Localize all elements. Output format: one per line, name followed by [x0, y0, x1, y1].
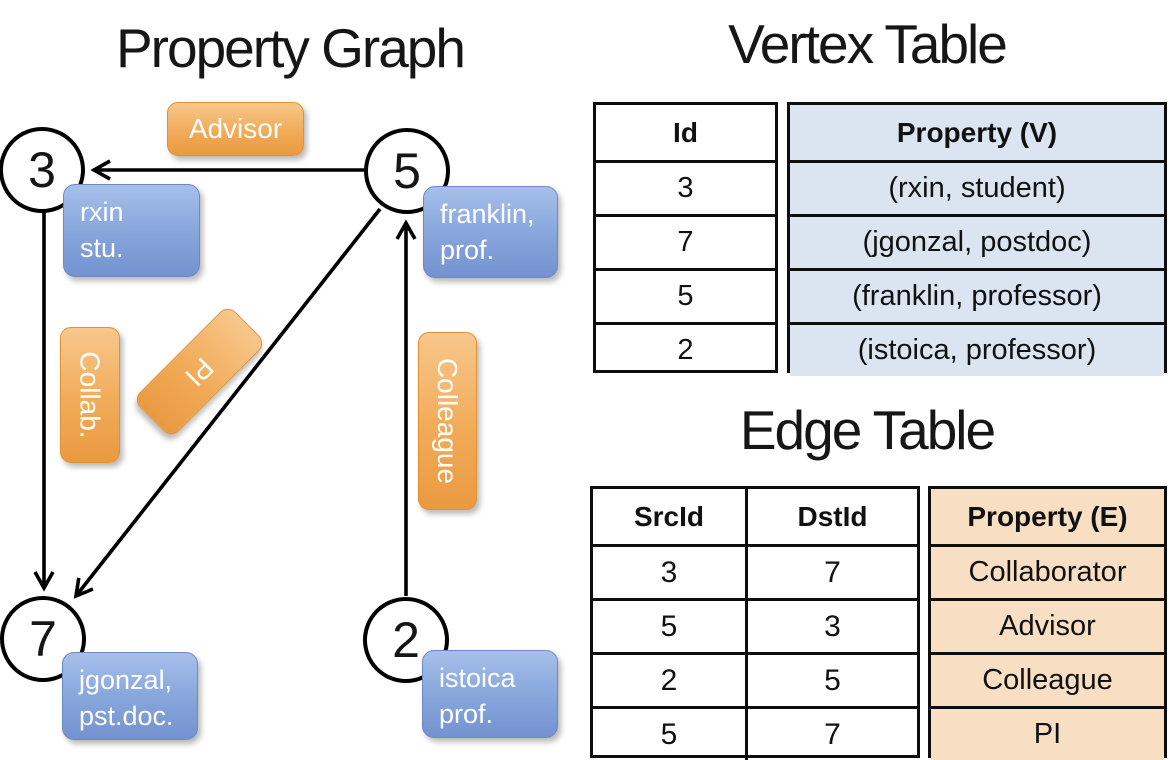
vertex-label-line2: pst.doc. — [79, 701, 174, 731]
edge-table-cell-src: 5 — [593, 706, 745, 760]
vertex-table-header-id: Id — [673, 116, 698, 148]
vertex-table-cell-id: 7 — [596, 214, 775, 268]
graph-edges-svg — [33, 159, 417, 599]
vertex-label-franklin: franklin, prof. — [423, 186, 558, 278]
edge-table-cell-src: 5 — [593, 598, 745, 652]
vertex-label-line2: prof. — [439, 699, 494, 729]
node-id: 5 — [393, 143, 421, 199]
vertex-label-istoica: istoica prof. — [422, 650, 558, 738]
edge-table-property-column: Property (E) Collaborator Advisor Collea… — [928, 486, 1167, 760]
vertex-label-line1: jgonzal, — [79, 665, 173, 695]
edge-table-header-srcid: SrcId — [633, 500, 705, 532]
edge-label-text: Collab. — [75, 351, 107, 439]
edge-table-cell-dst: 3 — [745, 598, 917, 652]
edge-label-text: Advisor — [188, 113, 283, 144]
edge-label-text: PI — [179, 351, 221, 393]
node-id: 7 — [29, 611, 57, 667]
vertex-label-line1: franklin, — [440, 199, 535, 229]
edge-table-cell-property: Advisor — [931, 598, 1164, 652]
edge-label-advisor: Advisor — [167, 102, 304, 156]
vertex-label-rxin: rxin stu. — [63, 184, 200, 277]
edge-label-text: Colleague — [432, 357, 464, 485]
edge-table-id-columns: SrcId DstId 3 7 5 3 2 5 5 7 — [590, 486, 920, 760]
node-id: 3 — [28, 142, 56, 198]
vertex-table-cell-id: 5 — [596, 268, 775, 322]
vertex-table-property-column: Property (V) (rxin, student) (jgonzal, p… — [787, 102, 1167, 376]
vertex-table-cell-property: (franklin, professor) — [790, 268, 1164, 322]
edge-table-cell-property: Collaborator — [931, 544, 1164, 598]
edge-table-cell-property: Colleague — [931, 652, 1164, 706]
edge-table-cell-property: PI — [931, 706, 1164, 760]
edge-label-colleague: Colleague — [418, 332, 477, 510]
vertex-table-cell-property: (istoica, professor) — [790, 322, 1164, 376]
node-circle-5: 5 — [364, 128, 450, 214]
vertex-label-jgonzal: jgonzal, pst.doc. — [62, 652, 198, 740]
vertex-table-id-column: Id 3 7 5 2 — [593, 102, 778, 373]
vertex-table-cell-property: (jgonzal, postdoc) — [790, 214, 1164, 268]
edge-table-cell-dst: 7 — [745, 544, 917, 598]
vertex-label-line2: stu. — [80, 233, 124, 263]
edge-table-cell-dst: 7 — [745, 706, 917, 760]
vertex-table-header-property: Property (V) — [790, 105, 1164, 160]
vertex-label-line1: rxin — [80, 197, 124, 227]
vertex-table-cell-id: 2 — [596, 322, 775, 376]
property-graph-title: Property Graph — [115, 17, 466, 79]
edge-table-cell-dst: 5 — [745, 652, 917, 706]
edge-table-header-dstid: DstId — [745, 489, 917, 544]
edge-arrow-pi-5-to-7 — [73, 207, 382, 599]
vertex-table-title: Vertex Table — [728, 13, 1008, 75]
edge-table-title: Edge Table — [739, 399, 996, 461]
edge-table-cell-src: 2 — [593, 652, 745, 706]
edge-table-header-property: Property (E) — [931, 489, 1164, 544]
node-id: 2 — [392, 612, 420, 668]
edge-table-cell-src: 3 — [593, 544, 745, 598]
vertex-label-line2: prof. — [440, 235, 495, 265]
edge-label-collab: Collab. — [60, 327, 120, 463]
vertex-label-line1: istoica — [439, 663, 516, 693]
vertex-table-cell-id: 3 — [596, 160, 775, 214]
node-circle-2: 2 — [363, 597, 449, 683]
vertex-table-cell-property: (rxin, student) — [790, 160, 1164, 214]
